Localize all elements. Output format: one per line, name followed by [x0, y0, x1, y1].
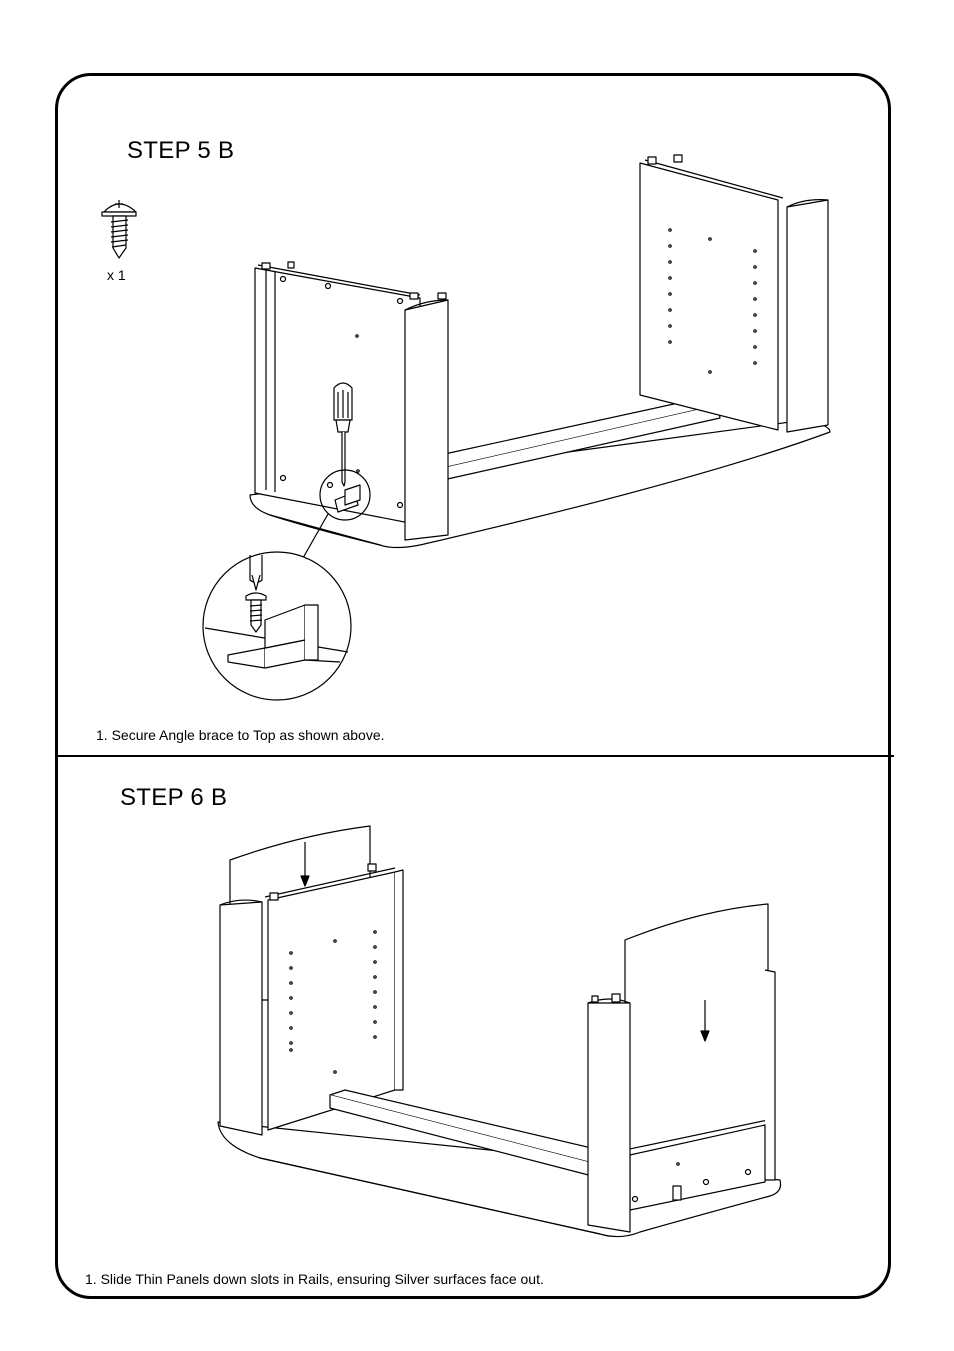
hardware-quantity: x 1	[107, 267, 126, 283]
screw-icon	[102, 200, 136, 258]
step-6b-instruction: 1. Slide Thin Panels down slots in Rails…	[85, 1271, 544, 1287]
step-divider	[55, 755, 894, 757]
step-5b-title: STEP 5 B	[127, 137, 235, 164]
step-6b-title: STEP 6 B	[120, 784, 228, 811]
screwdriver-icon	[334, 383, 352, 486]
page-frame	[55, 73, 891, 1299]
step-5b-instruction: 1. Secure Angle brace to Top as shown ab…	[96, 727, 385, 743]
